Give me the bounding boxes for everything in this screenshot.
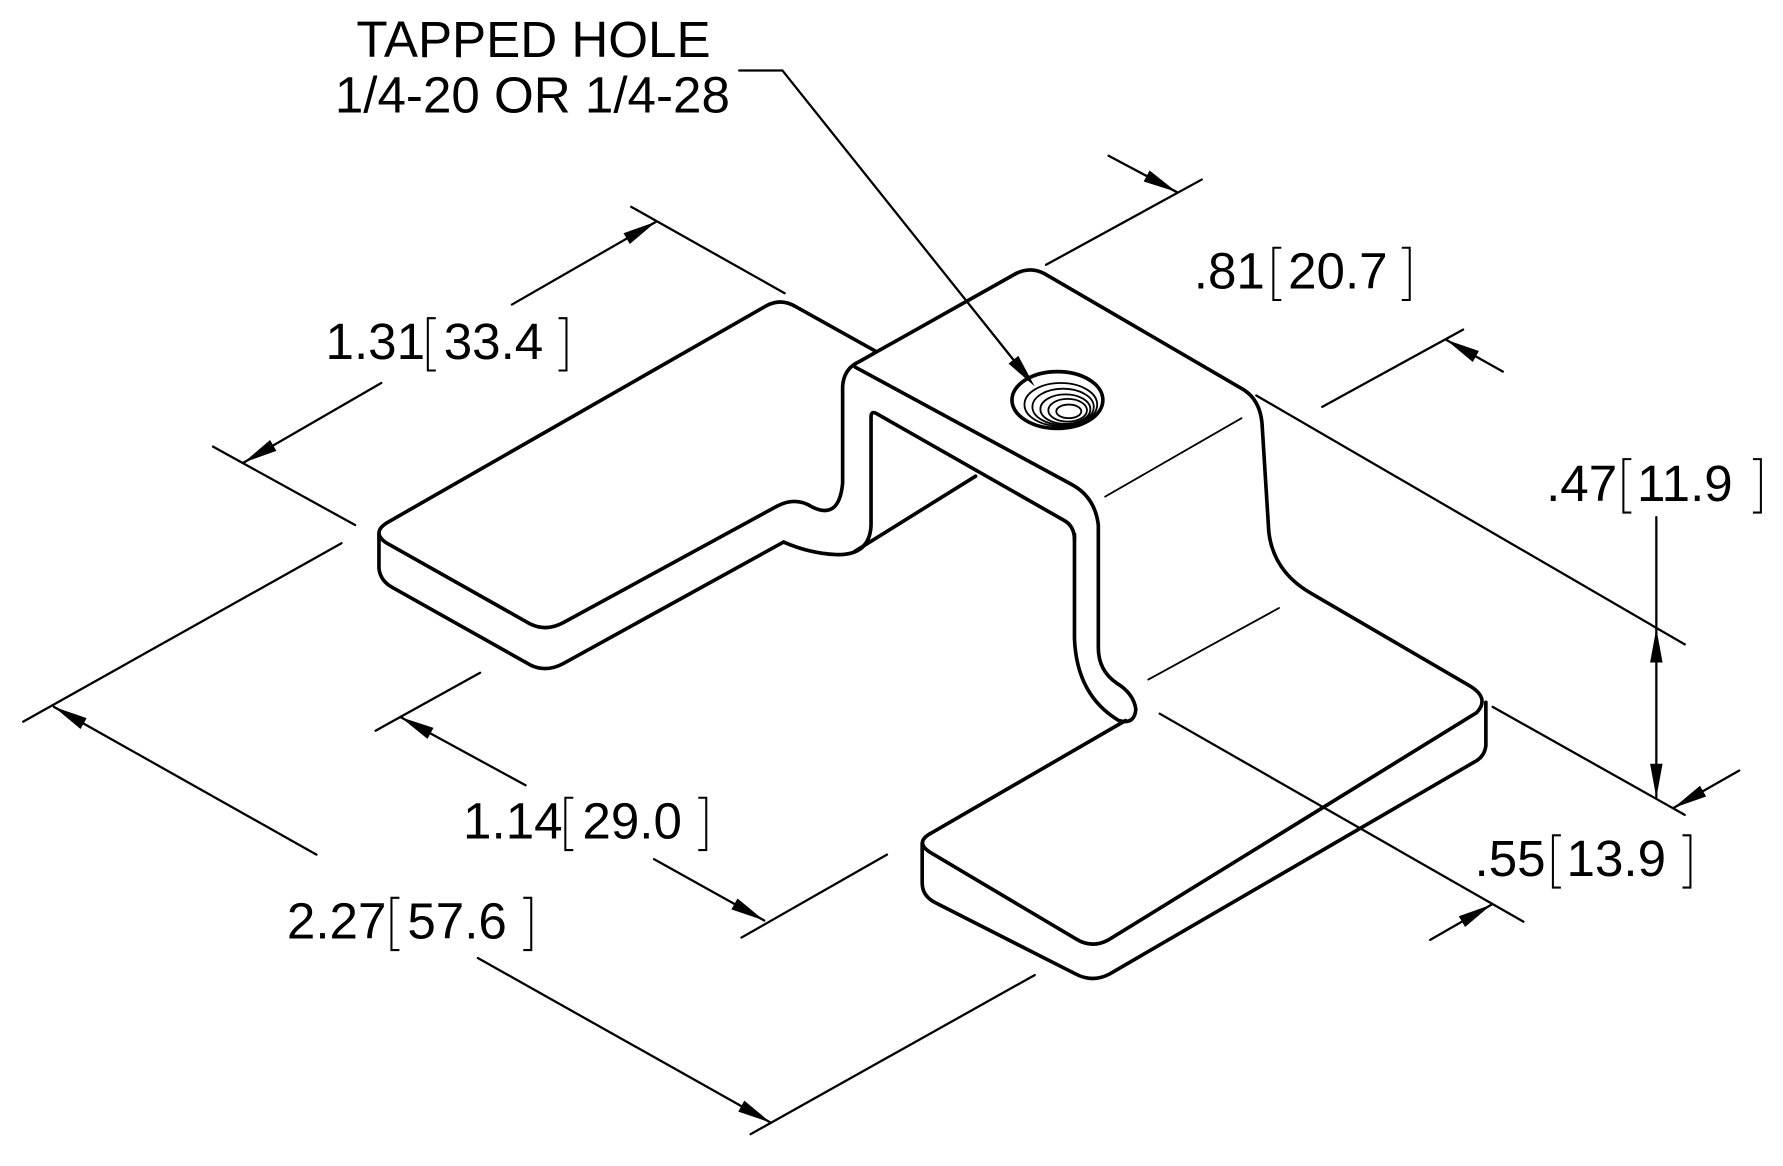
dimension-mm-value: 29.0 <box>582 793 682 850</box>
right-wall-front-face <box>853 365 1138 724</box>
upper-bend-tangent-line <box>1104 417 1243 498</box>
dimension-inch-value: 1.14 <box>463 793 563 850</box>
arrowhead <box>1673 785 1707 809</box>
dimension-top-width: .81 20.7 <box>1044 154 1505 408</box>
arrowhead <box>1143 170 1177 193</box>
left-foot-bottom-outline <box>377 532 786 671</box>
dimension-mm-value: 20.7 <box>1288 243 1388 300</box>
dimension-line <box>52 705 318 856</box>
dimension-mm-value: 33.4 <box>444 313 544 370</box>
arrowhead <box>738 1100 772 1123</box>
bracket-close <box>1752 458 1762 514</box>
dimension-inch-value: 1.31 <box>326 313 426 370</box>
bracket-open <box>1622 458 1632 514</box>
tapped-hole-icon <box>1010 369 1105 431</box>
part-top-outline <box>377 268 1484 946</box>
right-foot-bottom-outline <box>920 700 1488 981</box>
extension-line <box>749 973 1036 1136</box>
extension-line <box>1158 712 1525 923</box>
extension-line <box>211 445 357 527</box>
tapped-hole-callout: TAPPED HOLE 1/4-20 OR 1/4-28 <box>335 11 1035 387</box>
arrowhead <box>1650 763 1663 798</box>
leader-line <box>738 69 1027 377</box>
dimension-height: .47 11.9 <box>1255 394 1762 816</box>
bracket-open <box>1551 834 1561 889</box>
arrowhead <box>53 706 87 730</box>
extension-line <box>374 671 482 732</box>
bracket-close <box>558 317 568 372</box>
extension-line <box>1491 705 1686 816</box>
arrowhead <box>1446 339 1479 362</box>
arrowhead <box>243 440 277 463</box>
dimension-mm-value: 13.9 <box>1567 830 1667 887</box>
leader-arrowhead <box>1008 355 1035 387</box>
left-wall-inner-edge <box>781 410 1077 557</box>
arrowhead <box>623 221 657 244</box>
extension-line <box>1255 394 1686 646</box>
bracket-open <box>426 317 436 372</box>
bracket-close <box>523 896 533 952</box>
bracket-close <box>1401 246 1411 302</box>
inner-back-edge <box>853 474 978 553</box>
dimension-mm-value: 11.9 <box>1637 455 1733 512</box>
extension-line <box>1044 178 1203 266</box>
dimension-inch-value: .47 <box>1546 455 1617 512</box>
bracket-open <box>390 896 400 952</box>
arrowhead <box>1458 904 1492 928</box>
arrowhead <box>731 898 765 921</box>
callout-line-2: 1/4-20 OR 1/4-28 <box>335 67 730 124</box>
bracket-close <box>1682 834 1692 889</box>
dimension-line <box>476 956 773 1124</box>
arrowhead <box>1650 628 1663 663</box>
extension-line <box>22 542 343 723</box>
dimension-left-foot: 1.31 33.4 <box>211 205 786 527</box>
dimension-inner: 1.14 29.0 <box>374 671 889 939</box>
arrowhead <box>400 717 434 739</box>
extension-line <box>740 853 889 939</box>
dimension-overall: 2.27 57.6 <box>22 542 1036 1136</box>
bracket-open <box>1272 246 1282 302</box>
lower-bend-tangent-line <box>1147 607 1280 681</box>
dimension-inch-value: 2.27 <box>287 893 387 950</box>
extension-line <box>1321 328 1465 408</box>
bracket-open <box>564 796 574 852</box>
dimension-mm-value: 57.6 <box>407 893 507 950</box>
dimension-right-foot: .55 13.9 <box>1158 712 1741 941</box>
bracket-close <box>698 796 708 852</box>
callout-line-1: TAPPED HOLE <box>356 11 710 68</box>
bracket-part <box>377 268 1488 981</box>
dimension-inch-value: .55 <box>1475 830 1546 887</box>
dimension-inch-value: .81 <box>1194 243 1265 300</box>
extension-line <box>630 205 786 295</box>
